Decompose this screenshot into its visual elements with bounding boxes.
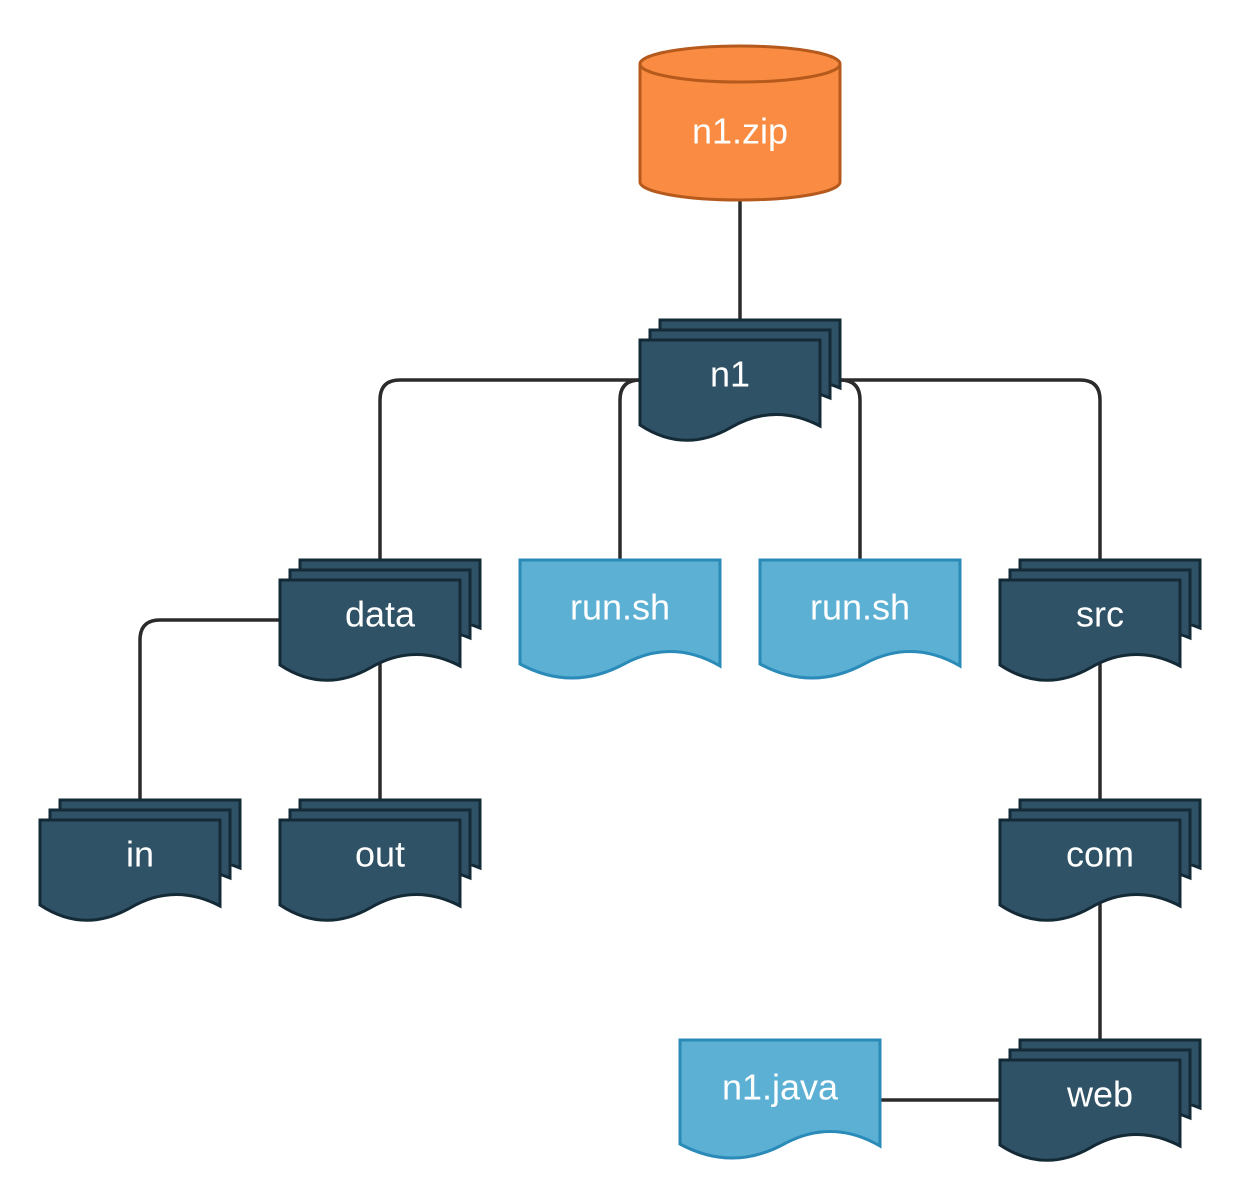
folder-label-in: in — [126, 834, 154, 875]
edge-root-run2 — [839, 378, 862, 560]
folder-label-com: com — [1066, 834, 1134, 875]
folder-stack-icon — [38, 798, 242, 922]
folder-node-com[interactable]: com — [998, 798, 1202, 922]
file-label-java: n1.java — [722, 1067, 839, 1108]
cylinder-rim — [638, 63, 842, 84]
file-node-run2[interactable]: run.sh — [758, 558, 962, 680]
folder-stack-icon — [998, 1038, 1202, 1162]
folder-node-in[interactable]: in — [38, 798, 242, 922]
edge-data-in — [138, 618, 280, 800]
edges — [138, 200, 1102, 1102]
folder-stack-icon — [278, 558, 482, 682]
folder-label-src: src — [1076, 594, 1124, 635]
edge-root-run1 — [618, 378, 641, 560]
file-label-run2: run.sh — [810, 587, 910, 628]
document-icon — [678, 1038, 882, 1160]
folder-label-root: n1 — [710, 354, 750, 395]
folder-node-root[interactable]: n1 — [638, 318, 842, 442]
edge-root-src — [840, 378, 1102, 560]
folder-node-src[interactable]: src — [998, 558, 1202, 682]
folder-node-web[interactable]: web — [998, 1038, 1202, 1162]
folder-node-out[interactable]: out — [278, 798, 482, 922]
archive-label: n1.zip — [692, 111, 788, 152]
file-node-run1[interactable]: run.sh — [518, 558, 722, 680]
folder-label-data: data — [345, 594, 416, 635]
document-icon — [758, 558, 962, 680]
file-label-run1: run.sh — [570, 587, 670, 628]
folder-stack-icon — [638, 318, 842, 442]
folder-node-data[interactable]: data — [278, 558, 482, 682]
archive-node[interactable]: n1.zip — [638, 44, 842, 202]
folder-stack-icon — [998, 798, 1202, 922]
folder-label-web: web — [1066, 1074, 1133, 1115]
cylinder-icon — [638, 44, 842, 202]
folder-stack-icon — [998, 558, 1202, 682]
file-node-java[interactable]: n1.java — [678, 1038, 882, 1160]
edge-root-data — [378, 378, 640, 560]
folder-label-out: out — [355, 834, 405, 875]
document-icon — [518, 558, 722, 680]
folder-stack-icon — [278, 798, 482, 922]
